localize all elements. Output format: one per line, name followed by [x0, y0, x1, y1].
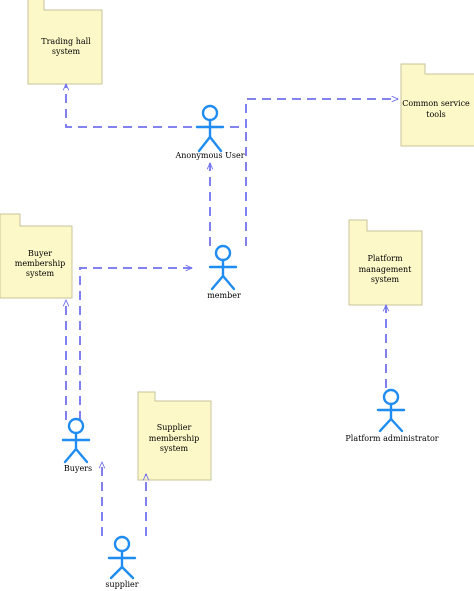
actor-label: supplier — [105, 580, 138, 589]
package-label-line: system — [52, 47, 81, 56]
dependency-anonymous-to-trading-hall — [66, 84, 192, 128]
package-label-line: system — [26, 269, 55, 278]
package-label-line: management — [359, 265, 413, 274]
package-label-line: system — [371, 275, 400, 284]
package-label-line: Platform — [367, 254, 403, 263]
dependency-buyers-to-member — [79, 268, 192, 420]
dependency-lines — [66, 84, 398, 536]
package-label-line: membership — [149, 434, 200, 443]
package-buyer-membership-system[interactable]: Buyer membership system — [0, 213, 73, 299]
actor-buyers[interactable]: Buyers — [61, 417, 92, 473]
package-label-line: tools — [426, 110, 446, 119]
actor-label: Anonymous User — [174, 151, 244, 160]
actor-supplier[interactable]: supplier — [105, 535, 139, 589]
package-label-line: Common service — [402, 99, 470, 108]
dependency-anonymous-to-common-service — [230, 99, 398, 128]
package-trading-hall-system[interactable]: Trading hall system — [27, 0, 103, 85]
package-label-line: membership — [15, 259, 66, 268]
actor-label: member — [207, 291, 241, 300]
actor-member[interactable]: member — [207, 244, 241, 300]
actor-label: Platform administrator — [345, 434, 438, 443]
package-supplier-membership-system[interactable]: Supplier membership system — [137, 391, 212, 481]
actor-label: Buyers — [64, 464, 92, 473]
package-label-line: Supplier — [157, 423, 192, 432]
package-label-line: Buyer — [28, 249, 52, 258]
package-label-line: system — [160, 444, 189, 453]
package-platform-management-system[interactable]: Platform management system — [348, 219, 423, 306]
package-label-line: Trading hall — [41, 37, 91, 46]
actor-platform-administrator[interactable]: Platform administrator — [345, 388, 439, 443]
package-common-service-tools[interactable]: Common service tools — [400, 63, 474, 147]
actor-anonymous-user[interactable]: Anonymous User — [174, 104, 245, 160]
